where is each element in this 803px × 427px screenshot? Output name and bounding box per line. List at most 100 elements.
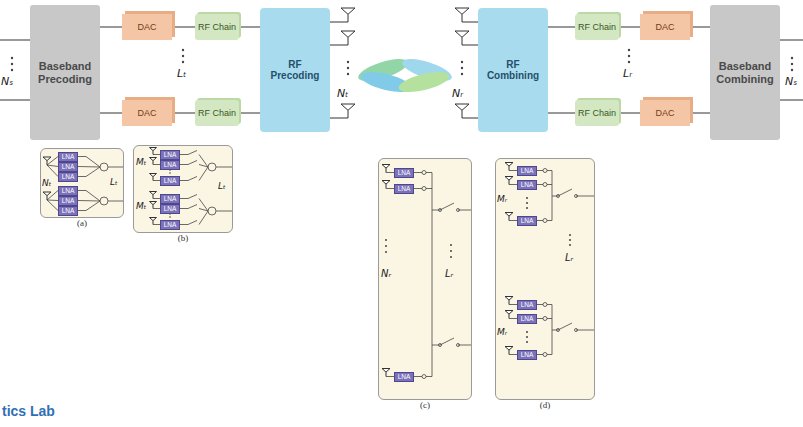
panel-wiring xyxy=(575,195,578,198)
amplifier-box: LNA xyxy=(517,350,537,360)
antenna-symbol xyxy=(455,104,469,110)
antenna-symbol xyxy=(382,181,390,185)
antenna-symbol xyxy=(455,8,469,14)
amplifier-box: LNA xyxy=(517,314,537,324)
amplifier-box: LNA xyxy=(394,184,414,194)
beam-lobe xyxy=(356,54,454,96)
block-label: LNA xyxy=(164,161,177,168)
block-label: LNA xyxy=(62,187,75,194)
panel-wiring xyxy=(47,151,595,379)
ellipsis-dots xyxy=(11,57,13,59)
signal-connector xyxy=(690,26,710,27)
panel-wiring xyxy=(457,209,460,212)
panel-wiring xyxy=(180,151,208,181)
block-label: RF Chain xyxy=(198,22,236,32)
ellipsis-dots xyxy=(182,55,184,57)
panel-ground xyxy=(133,145,233,233)
ellipsis-dots xyxy=(526,202,528,204)
block-label: LNA xyxy=(521,167,534,174)
ellipsis-dots xyxy=(628,49,630,51)
antenna-symbol xyxy=(150,202,157,205)
antenna-symbol xyxy=(462,110,463,118)
antenna-symbol xyxy=(150,192,157,195)
antenna-symbol xyxy=(43,157,51,161)
rf-chain-block: RF Chain xyxy=(195,100,239,126)
ellipsis-dots xyxy=(11,49,793,343)
panel-wiring xyxy=(414,173,422,377)
antenna-symbol xyxy=(505,177,513,181)
block-label: LNA xyxy=(521,351,534,358)
block-label: RF Combining xyxy=(481,59,545,82)
signal-wire xyxy=(780,99,803,100)
rf-chain-block: RF Chain xyxy=(575,100,619,126)
signal-connector xyxy=(100,26,122,27)
ellipsis-dots xyxy=(169,216,171,218)
dimension-symbol: Lₜ xyxy=(110,178,118,188)
subfigure-panel: (d)LNALNALNALNALNALNA xyxy=(495,158,595,400)
block-label: LNA xyxy=(62,207,75,214)
ellipsis-dots xyxy=(791,63,793,65)
block-label: LNA xyxy=(398,373,411,380)
ellipsis-dots xyxy=(450,256,452,258)
ellipsis-dots xyxy=(526,197,528,199)
subfigure-panel: (c)LNALNALNA xyxy=(378,158,472,400)
block-label: LNA xyxy=(521,301,534,308)
amplifier-box: LNA xyxy=(160,150,180,160)
panel-wiring xyxy=(208,207,216,215)
baseband-block: Baseband Combining xyxy=(710,5,780,140)
panel-ground xyxy=(40,148,124,218)
signal-connector xyxy=(172,26,195,27)
converter-block: DAC xyxy=(122,14,172,40)
panel-wiring xyxy=(422,187,426,191)
block-label: DAC xyxy=(655,108,674,118)
block-label: LNA xyxy=(398,169,411,176)
signal-wire xyxy=(0,99,30,100)
panel-wiring xyxy=(557,195,560,198)
block-label: Baseband Combining xyxy=(713,60,777,85)
signal-wire xyxy=(330,44,348,45)
panel-wiring xyxy=(543,169,547,173)
antenna-symbol xyxy=(505,297,513,301)
amplifier-box: LNA xyxy=(517,166,537,176)
ellipsis-dots xyxy=(791,57,793,59)
panel-wiring xyxy=(547,171,595,221)
amplifier-box: LNA xyxy=(394,372,414,382)
panel-wiring xyxy=(537,171,543,355)
ellipsis-dots xyxy=(347,61,349,63)
block-label: DAC xyxy=(655,22,674,32)
panel-wiring xyxy=(575,329,578,332)
panel-wiring xyxy=(100,197,108,205)
block-label: LNA xyxy=(62,173,75,180)
amplifier-box: LNA xyxy=(58,186,78,196)
dimension-symbol: Lᵣ xyxy=(565,252,573,263)
antenna-symbol xyxy=(382,165,390,169)
block-label: LNA xyxy=(398,185,411,192)
antenna-symbol xyxy=(150,218,157,221)
dimension-symbol: Lₜ xyxy=(177,68,186,80)
panel-wiring xyxy=(543,219,547,223)
panel-wiring xyxy=(557,329,560,332)
signal-wire xyxy=(780,39,803,40)
ellipsis-dots xyxy=(11,63,13,65)
panel-wiring xyxy=(216,167,233,211)
panel-wiring xyxy=(439,209,442,212)
block-label: Baseband Precoding xyxy=(33,60,97,85)
amplifier-box: LNA xyxy=(58,206,78,216)
antenna-symbol xyxy=(382,369,390,373)
panel-wiring xyxy=(208,163,216,171)
dimension-symbol: Mᵣ xyxy=(497,195,507,205)
antenna-symbol xyxy=(150,174,157,177)
baseband-block: Baseband Precoding xyxy=(30,5,100,140)
dimension-symbol: Mₜ xyxy=(136,202,146,212)
antenna-symbol xyxy=(348,37,349,45)
amplifier-box: LNA xyxy=(160,204,180,214)
panel-wiring xyxy=(543,303,547,307)
panel-wiring xyxy=(432,203,472,345)
signal-connector xyxy=(239,112,260,113)
ellipsis-dots xyxy=(450,244,452,246)
signal-connector xyxy=(172,112,195,113)
panel-wiring xyxy=(78,157,100,211)
connector-group xyxy=(100,27,710,113)
